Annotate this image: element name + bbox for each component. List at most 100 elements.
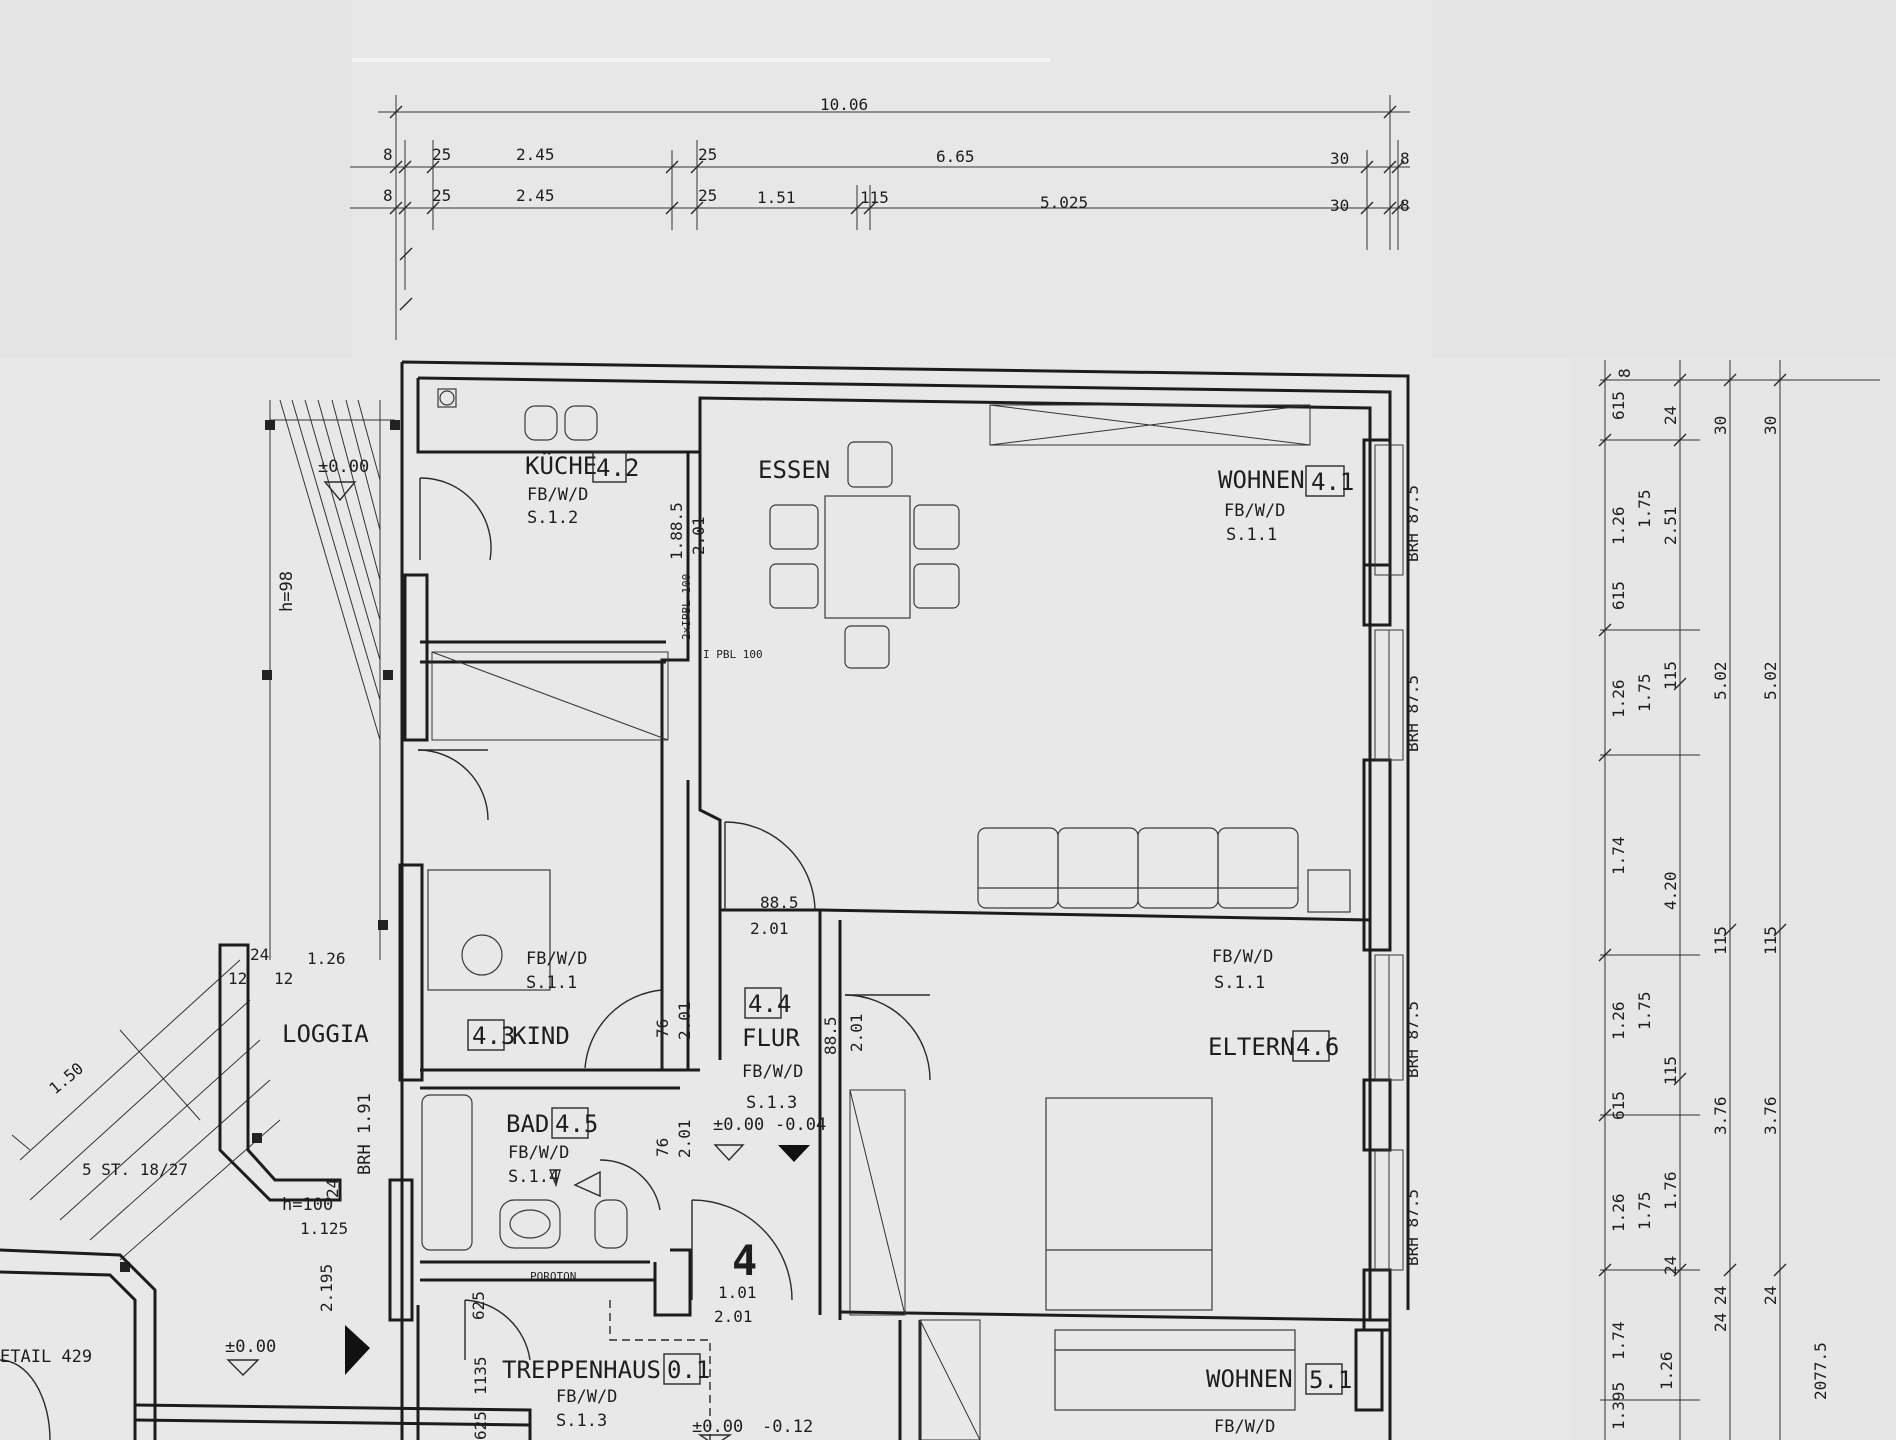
dim-r1-5: 30 [1330,149,1349,168]
room-wohnen51-finish: FB/W/D [1214,1417,1275,1437]
dim-12b: 12 [274,969,293,988]
dim-c1-1: 1.26 [1609,506,1628,545]
room-kind-box [467,1019,505,1051]
dim-c4-5: 2077.5 [1811,1342,1830,1400]
dim-c1-2: 615 [1609,581,1628,610]
h98-label: h=98 [277,571,297,612]
dim-c1-6: 615 [1609,1091,1628,1120]
dim-c4-0: 30 [1761,416,1780,435]
room-kind-name: KIND [512,1022,570,1050]
brh-bath: BRH 1.91 [355,1093,375,1175]
dim-c1-3: 1.26 [1609,679,1628,718]
dim-c2-11: 1.76 [1661,1171,1680,1210]
room-kueche-ref: S.1.2 [527,508,578,528]
room-wohnen-ref: S.1.1 [1226,525,1277,545]
h100-label: h=100 [282,1195,333,1215]
dim-c2-2: 1.75 [1635,489,1654,528]
dim-c1-4: 1.74 [1609,836,1628,875]
room-kueche-num: 4.2 [596,454,639,482]
room-bad-box [551,1107,589,1139]
door-kind2: 2.01 [675,1001,694,1040]
door-entry2: 2.01 [714,1307,753,1326]
poroton-label: POROTON [530,1270,576,1283]
brh-2: BRH 87.5 [1403,675,1422,752]
dim-c3-4: 3.76 [1711,1096,1730,1135]
dim-12a: 12 [228,969,247,988]
dim-24b: 24 [323,1179,342,1198]
dim-r1-4: 6.65 [936,147,975,166]
top-dimensions: 10.06 8 25 2.45 25 6.65 30 8 8 25 2.45 2… [350,95,1410,340]
room-flur-ref: S.1.3 [746,1093,797,1113]
doors [417,477,931,1440]
level-flur: ±0.00 [713,1115,764,1135]
pbl1-label: 2xIPBL 100 [680,574,693,640]
windows [431,404,1404,1440]
room-eltern-box [1292,1030,1330,1062]
room-wohnen-name: WOHNEN [1218,466,1305,494]
brh-1: BRH 87.5 [1403,485,1422,562]
stair-wall [0,1248,157,1440]
room-essen-name: ESSEN [758,456,830,484]
dim-r2-4: 1.51 [757,188,796,207]
room-kueche-box [592,451,627,483]
dim-c2-8: 24 [1661,1256,1680,1275]
dim-11135: 1135 [471,1356,490,1395]
dim-r2-6: 5.025 [1040,193,1088,212]
dim-c4-3: 3.76 [1761,1096,1780,1135]
room-bad-finish: FB/W/D [508,1143,569,1163]
brh-4: BRH 87.5 [1403,1189,1422,1266]
room-kind-finish: FB/W/D [526,949,587,969]
right-dimensions [1600,360,1880,1440]
dim-r1-3: 25 [698,145,717,164]
dim-c1-9: 1.26 [1657,1351,1676,1390]
column-markers [120,420,400,1272]
level-markers [226,481,810,1440]
pbl2-label: I PBL 100 [703,648,763,661]
dim-c1-7: 1.26 [1609,1193,1628,1232]
room-flur-name: FLUR [742,1024,800,1052]
dim-c1-5: 1.26 [1609,1001,1628,1040]
room-treppenhaus-ref: S.1.3 [556,1411,607,1431]
room-bad-num: 4.5 [555,1110,598,1138]
door-eltern2: 2.01 [847,1013,866,1052]
room-labels: KÜCHE 4.2 FB/W/D S.1.2 ESSEN WOHNEN 4.1 … [282,451,1354,1437]
level-stair-b: -0.12 [762,1417,813,1437]
room-eltern-num: 4.6 [1296,1033,1339,1061]
dim-24: 24 [250,945,269,964]
room-treppenhaus-finish: FB/W/D [556,1387,617,1407]
door-bad: 76 [653,1138,672,1157]
right-ticks [1598,373,1787,1277]
door-entry: 1.01 [718,1283,757,1302]
dim-c2-4: 1.75 [1635,673,1654,712]
dim-c4-1: 5.02 [1761,661,1780,700]
annotations: ±0.00 ±0.00 -0.04 ±0.00 -0.12 ±0.00 h=98… [0,457,1422,1440]
room-treppenhaus-num: 0.1 [667,1356,710,1384]
loggia-parapet [218,943,342,1202]
paper-top [352,0,1432,358]
level-detail: ±0.00 [225,1337,276,1357]
dim-c2-9: 24 [1711,1286,1730,1305]
door-kueche: 1.88.5 [667,502,686,560]
dim-c3-0: 30 [1711,416,1730,435]
dim-r1-6: 8 [1400,149,1410,168]
room-kind-ref: S.1.1 [526,973,577,993]
dim-112: 1.125 [300,1219,348,1238]
dim-c3-2: 5.02 [1711,661,1730,700]
dim-c2-0: 8 [1615,368,1634,378]
room-kueche-name: KÜCHE [525,451,597,480]
walls [134,360,1410,1440]
room-bad-name: BAD [506,1110,549,1138]
door-kueche2: 2.01 [689,516,708,555]
level-loggia: ±0.00 [318,457,369,477]
dim-r2-1: 25 [432,186,451,205]
dim-c2-6: 115 [1661,1056,1680,1085]
room-treppenhaus-name: TREPPENHAUS [502,1356,661,1384]
room-wohnen-finish: FB/W/D [1224,501,1285,521]
dim-r2-5: 115 [860,188,889,207]
room-eltern-finish: FB/W/D [1212,947,1273,967]
dim-c2-5: 1.75 [1635,991,1654,1030]
dim-r2-8: 8 [1400,196,1410,215]
room-eltern-name: ELTERN [1208,1033,1295,1061]
door-eltern: 88.5 [821,1016,840,1055]
dim-c2-3: 115 [1661,661,1680,690]
